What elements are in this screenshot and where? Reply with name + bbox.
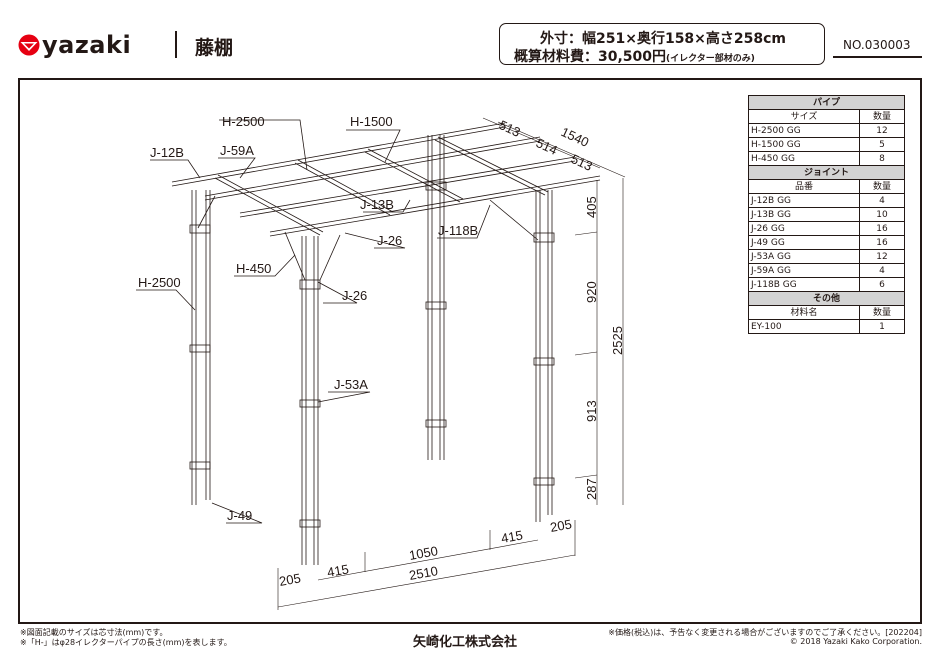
spec-cost-label: 概算材料費：30,500円: [514, 49, 667, 65]
col-header-name: 品番: [748, 179, 860, 194]
part-qty: 16: [859, 235, 905, 250]
company-name: 矢崎化工株式会社: [413, 635, 518, 650]
drawing-frame: [18, 78, 922, 624]
part-name: J-12B GG: [748, 193, 860, 208]
part-name: J-13B GG: [748, 207, 860, 222]
part-name: J-53A GG: [748, 249, 860, 264]
dim-height-d: 287: [584, 478, 599, 500]
col-header-qty: 数量: [859, 305, 905, 320]
part-qty: 1: [859, 319, 905, 334]
spec-cost: 概算材料費：30,500円(イレクター部材のみ): [514, 46, 755, 66]
col-header-qty: 数量: [859, 109, 905, 124]
label-j53a: J-53A: [334, 377, 368, 392]
spec-dimensions: 外寸：幅251×奥行158×高さ258cm: [540, 31, 787, 47]
dim-width-c: 415: [500, 527, 524, 546]
dim-height-total: 2525: [610, 326, 625, 355]
part-qty: 10: [859, 207, 905, 222]
pergola-assembly-drawing: H-2500 H-1500 J-12B J-59A J-13B J-118B J…: [136, 114, 626, 610]
part-qty: 12: [859, 249, 905, 264]
brand-logo: yazaki: [18, 30, 131, 60]
dim-width-b: 1050: [408, 543, 439, 563]
yazaki-logo-icon: [18, 34, 40, 56]
label-j12b: J-12B: [150, 145, 184, 160]
copyright: © 2018 Yazaki Kako Corporation.: [789, 637, 922, 646]
part-name: J-26 GG: [748, 221, 860, 236]
dim-depth-c: 513: [569, 151, 595, 174]
dim-depth-total: 1540: [559, 124, 592, 150]
footnote-dimensions: ※図面記載のサイズは芯寸法(mm)です。: [20, 628, 168, 637]
label-h1500: H-1500: [350, 114, 393, 129]
footnote-pipe-length: ※「H-」はφ28イレクターパイプの長さ(mm)を表します。: [20, 638, 232, 647]
dim-width-left-offset: 205: [278, 570, 302, 589]
label-j13b: J-13B: [360, 197, 394, 212]
label-j118b: J-118B: [438, 223, 478, 238]
label-h450: H-450: [236, 261, 271, 276]
header-separator: [175, 31, 177, 58]
dim-height-c: 913: [584, 400, 599, 422]
part-name: J-49 GG: [748, 235, 860, 250]
part-qty: 6: [859, 277, 905, 292]
document-number: NO.030003: [843, 38, 911, 52]
dim-width-total: 2510: [408, 563, 439, 583]
dim-width-a: 415: [326, 561, 350, 580]
part-qty: 8: [859, 151, 905, 166]
section-title-joint: ジョイント: [748, 165, 905, 180]
part-qty: 4: [859, 263, 905, 278]
dim-depth-b: 514: [534, 135, 560, 158]
document-number-underline: [833, 56, 922, 58]
part-name: J-118B GG: [748, 277, 860, 292]
label-j49: J-49: [227, 508, 252, 523]
page-title: 藤棚: [195, 37, 234, 59]
part-name: J-59A GG: [748, 263, 860, 278]
part-name: H-2500 GG: [748, 123, 860, 138]
col-header-qty: 数量: [859, 179, 905, 194]
label-h2500-side: H-2500: [138, 275, 181, 290]
dim-height-b: 920: [584, 281, 599, 303]
label-j26-upper: J-26: [377, 233, 402, 248]
price-note: ※価格(税込)は、予告なく変更される場合がございますのでご了承ください。[202…: [608, 628, 922, 637]
label-h2500-top: H-2500: [222, 114, 265, 129]
label-j59a: J-59A: [220, 143, 254, 158]
part-name: EY-100: [748, 319, 860, 334]
section-title-other: その他: [748, 291, 905, 306]
dim-depth-a: 513: [497, 117, 523, 140]
spec-cost-note: (イレクター部材のみ): [666, 54, 755, 64]
part-qty: 16: [859, 221, 905, 236]
dim-height-a: 405: [584, 196, 599, 218]
dim-width-right-offset: 205: [549, 516, 573, 535]
label-j26-lower: J-26: [342, 288, 367, 303]
col-header-name: 材料名: [748, 305, 860, 320]
part-name: H-1500 GG: [748, 137, 860, 152]
part-qty: 4: [859, 193, 905, 208]
brand-name: yazaki: [42, 31, 132, 59]
part-qty: 5: [859, 137, 905, 152]
part-name: H-450 GG: [748, 151, 860, 166]
part-qty: 12: [859, 123, 905, 138]
section-title-pipe: パイプ: [748, 95, 905, 110]
col-header-name: サイズ: [748, 109, 860, 124]
spec-box: 外寸：幅251×奥行158×高さ258cm 概算材料費：30,500円(イレクタ…: [499, 23, 825, 65]
